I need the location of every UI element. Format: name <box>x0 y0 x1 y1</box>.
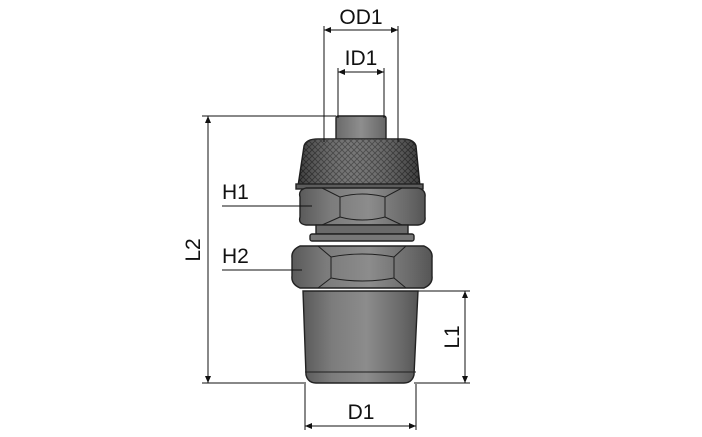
fitting-body <box>291 115 433 384</box>
dim-h1: H1 <box>222 181 312 207</box>
dim-l1: L1 <box>414 290 470 384</box>
d1-label: D1 <box>348 401 375 424</box>
dim-l2: L2 <box>182 115 336 384</box>
l1-label: L1 <box>441 325 464 348</box>
h1-label: H1 <box>222 181 249 204</box>
dim-id1: ID1 <box>337 47 385 118</box>
hex-nut-h1 <box>298 187 426 226</box>
l2-label: L2 <box>182 238 205 261</box>
dim-od1: OD1 <box>323 6 399 142</box>
neck <box>315 224 409 235</box>
dimensions: OD1 ID1 L2 H1 H2 <box>182 6 470 430</box>
id1-label: ID1 <box>345 47 378 70</box>
knurled-nut <box>295 138 424 190</box>
od1-label: OD1 <box>339 6 382 29</box>
threaded-shank <box>302 290 419 384</box>
dim-d1: D1 <box>304 384 417 430</box>
hex-body-h2 <box>291 245 433 289</box>
groove <box>309 233 415 242</box>
h2-label: H2 <box>222 245 249 268</box>
dim-h2: H2 <box>222 245 302 271</box>
